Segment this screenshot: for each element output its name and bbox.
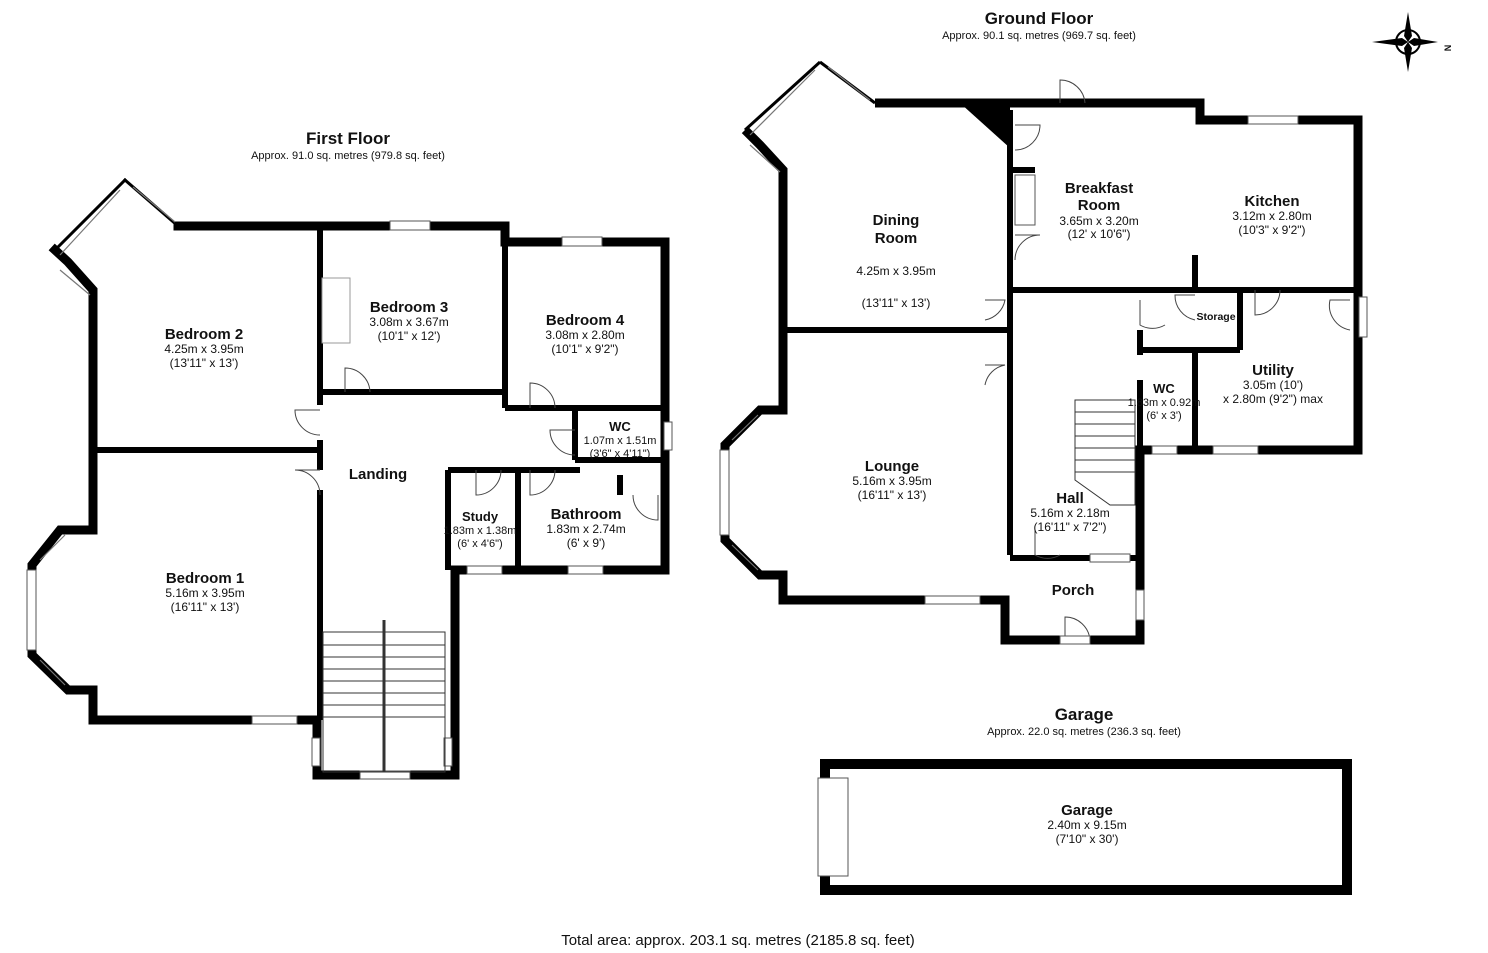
room-metric: 4.25m x 3.95m — [856, 264, 936, 279]
room-metric: 3.08m x 2.80m — [545, 328, 625, 343]
room-name: Bedroom 1 — [165, 570, 245, 587]
first-floor-area: Approx. 91.0 sq. metres (979.8 sq. feet) — [251, 150, 445, 162]
room-metric: 1.83m x 2.74m — [546, 522, 626, 537]
room-imperial: (16'11" x 13') — [857, 488, 927, 503]
room-hall: Hall 5.16m x 2.18m (16'11" x 7'2") — [990, 490, 1150, 535]
room-name: WC — [609, 419, 631, 434]
room-metric: 3.05m (10') — [1242, 378, 1304, 393]
garage-floor-title: Garage — [1054, 705, 1114, 724]
room-name: Breakfast Room — [1064, 180, 1134, 215]
room-imperial: (3'6" x 4'11") — [589, 447, 651, 460]
room-garage: Garage 2.40m x 9.15m (7'10" x 30') — [1007, 802, 1167, 847]
room-imperial: (13'11" x 13') — [861, 296, 931, 311]
room-name: Hall — [1056, 490, 1084, 507]
room-bedroom-1: Bedroom 1 5.16m x 3.95m (16'11" x 13') — [125, 570, 285, 615]
room-wc-ground: WC 1.83m x 0.92m (6' x 3') — [1124, 381, 1204, 422]
room-imperial: (10'1" x 12') — [377, 329, 441, 344]
room-metric: 5.16m x 3.95m — [852, 474, 932, 489]
room-name: Bathroom — [550, 506, 622, 523]
room-bedroom-4: Bedroom 4 3.08m x 2.80m (10'1" x 9'2") — [505, 312, 665, 357]
first-floor-title: First Floor — [305, 129, 391, 148]
room-metric: 3.12m x 2.80m — [1232, 209, 1312, 224]
room-name: Dining Room — [872, 212, 920, 247]
room-imperial: (7'10" x 30') — [1055, 832, 1119, 847]
ground-floor-outer-wall — [720, 98, 1363, 645]
room-imperial: (16'11" x 13') — [170, 600, 240, 615]
compass-north-label: N — [1442, 44, 1453, 52]
room-metric: 3.65m x 3.20m — [1059, 213, 1139, 228]
room-bedroom-3: Bedroom 3 3.08m x 3.67m (10'1" x 12') — [329, 299, 489, 344]
compass-rose-icon — [1372, 12, 1438, 72]
room-imperial: x 2.80m (9'2") max — [1223, 392, 1323, 407]
room-name: Bedroom 2 — [164, 326, 244, 343]
room-metric: 1.83m x 1.38m — [443, 524, 517, 537]
room-metric: 2.40m x 9.15m — [1047, 818, 1127, 833]
room-name: Porch — [1051, 582, 1095, 599]
first-floor-outer-wall — [27, 221, 670, 780]
room-lounge: Lounge 5.16m x 3.95m (16'11" x 13') — [812, 458, 972, 503]
room-imperial: (10'3" x 9'2") — [1238, 223, 1306, 238]
room-name: Landing — [348, 466, 408, 483]
room-metric: 4.25m x 3.95m — [164, 342, 244, 357]
room-name: Study — [461, 509, 499, 524]
room-breakfast: Breakfast Room 3.65m x 3.20m (12' x 10'6… — [1019, 180, 1179, 242]
room-metric: 5.16m x 2.18m — [1030, 506, 1110, 521]
garage-floor-area: Approx. 22.0 sq. metres (236.3 sq. feet) — [987, 726, 1181, 738]
room-kitchen: Kitchen 3.12m x 2.80m (10'3" x 9'2") — [1192, 193, 1352, 238]
room-metric: 1.07m x 1.51m — [583, 434, 657, 447]
room-metric: 1.83m x 0.92m — [1127, 396, 1201, 409]
ground-floor-area: Approx. 90.1 sq. metres (969.7 sq. feet) — [942, 30, 1136, 42]
room-name: Utility — [1252, 362, 1294, 379]
room-name: Bedroom 4 — [545, 312, 625, 329]
room-name: Bedroom 3 — [369, 299, 449, 316]
room-imperial: (6' x 3') — [1146, 409, 1182, 422]
room-name: Storage — [1196, 311, 1236, 323]
room-imperial: (16'11" x 7'2") — [1033, 520, 1107, 535]
room-utility: Utility 3.05m (10') x 2.80m (9'2") max — [1193, 362, 1353, 407]
room-imperial: (13'11" x 13') — [169, 356, 239, 371]
room-imperial: (6' x 9') — [566, 536, 606, 551]
room-landing: Landing — [298, 466, 458, 483]
room-dining: Dining Room 4.25m x 3.95m (13'11" x 13') — [816, 194, 976, 330]
room-name: Garage — [1061, 802, 1113, 819]
room-study: Study 1.83m x 1.38m (6' x 4'6") — [440, 509, 520, 550]
room-name: WC — [1153, 381, 1175, 396]
room-bathroom: Bathroom 1.83m x 2.74m (6' x 9') — [506, 506, 666, 551]
room-metric: 3.08m x 3.67m — [369, 315, 449, 330]
room-storage: Storage — [1176, 311, 1256, 323]
room-imperial: (10'1" x 9'2") — [551, 342, 619, 357]
room-metric: 5.16m x 3.95m — [165, 586, 245, 601]
room-wc-first: WC 1.07m x 1.51m (3'6" x 4'11") — [580, 419, 660, 460]
room-imperial: (12' x 10'6") — [1067, 227, 1131, 242]
room-name: Kitchen — [1244, 193, 1300, 210]
room-name: Lounge — [864, 458, 920, 475]
room-bedroom-2: Bedroom 2 4.25m x 3.95m (13'11" x 13') — [124, 326, 284, 371]
room-porch: Porch — [993, 582, 1153, 599]
room-imperial: (6' x 4'6") — [457, 537, 503, 550]
ground-floor-title: Ground Floor — [984, 9, 1094, 28]
total-area: Total area: approx. 203.1 sq. metres (21… — [561, 932, 915, 949]
